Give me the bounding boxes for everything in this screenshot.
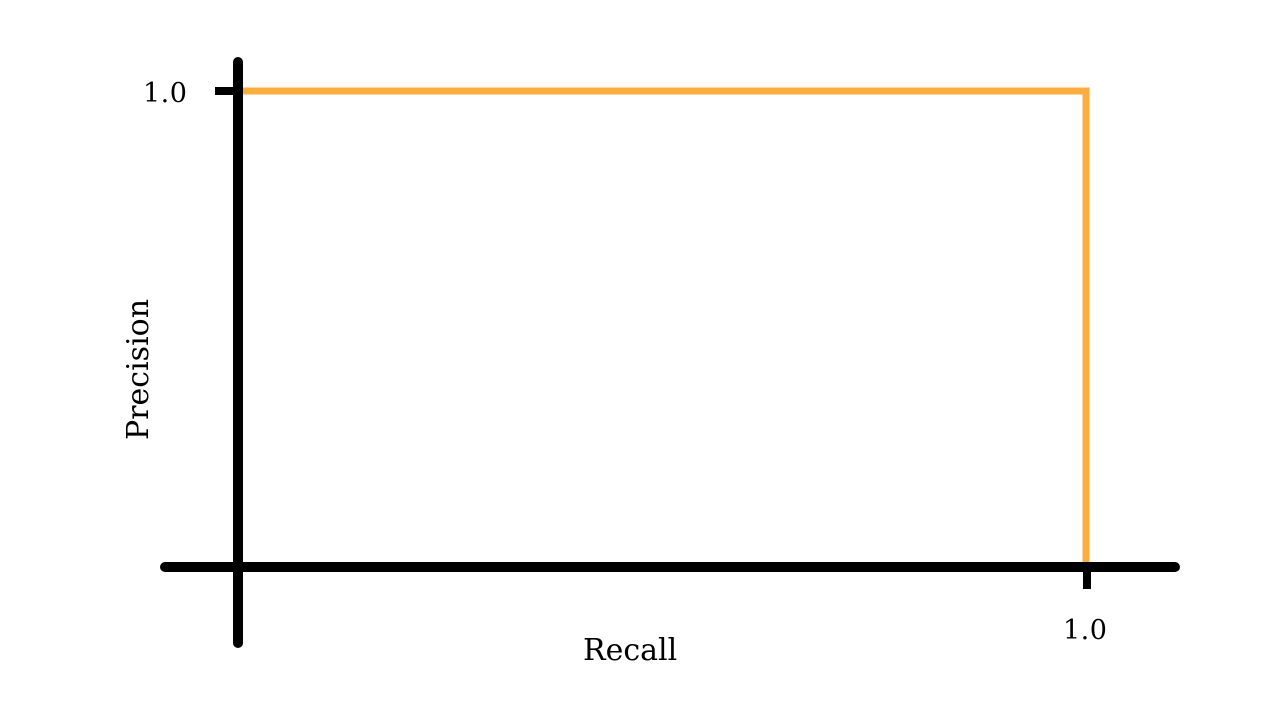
axes-group xyxy=(160,57,1180,648)
y-axis-tick-label-1: 1.0 xyxy=(143,78,188,109)
precision-recall-curve xyxy=(242,87,1090,569)
ticks-group xyxy=(215,87,1091,589)
x-axis-tick-label-1: 1.0 xyxy=(1063,615,1108,646)
pr-curve-group xyxy=(242,87,1090,569)
y-axis-label: Precision xyxy=(121,298,156,440)
x-axis-label: Recall xyxy=(583,633,678,668)
